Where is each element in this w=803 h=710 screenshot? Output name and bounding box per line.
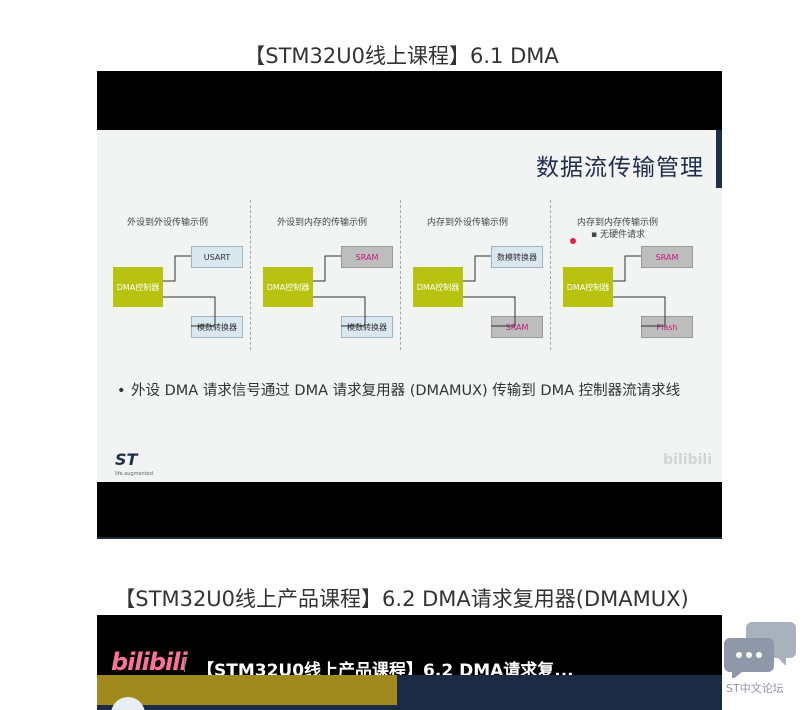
source-box: 模数转换器 xyxy=(341,316,393,338)
source-box: SRAM xyxy=(491,316,543,338)
source-box: 模数转换器 xyxy=(191,316,243,338)
slide-heading: 数据流传输管理 xyxy=(536,155,704,181)
video2-player[interactable]: bilibili 【STM32U0线上产品课程】6.2 DMA请求复... xyxy=(97,615,722,710)
panel-divider xyxy=(250,200,251,350)
panel-divider xyxy=(550,200,551,350)
target-box: SRAM xyxy=(641,246,693,268)
target-box: USART xyxy=(191,246,243,268)
dma-controller-box: DMA控制器 xyxy=(113,267,163,307)
panel-p2p: 外设到外设传输示例 DMA控制器 USART 模数转换器 xyxy=(105,201,255,351)
bilibili-logo: bilibili xyxy=(111,648,188,676)
panel-sublabel: ▪ 无硬件请求 xyxy=(591,230,645,240)
video-preview-gold xyxy=(97,675,397,705)
target-box: SRAM xyxy=(341,246,393,268)
flow-arrows xyxy=(313,255,366,327)
target-box: 数模转换器 xyxy=(491,246,543,268)
slide-bullet: • 外设 DMA 请求信号通过 DMA 请求复用器 (DMAMUX) 传输到 D… xyxy=(117,382,691,401)
bullet-dot-icon: • xyxy=(117,383,126,399)
dma-controller-box: DMA控制器 xyxy=(413,267,463,307)
flow-arrows xyxy=(463,255,516,327)
panel-divider xyxy=(400,200,401,350)
panel-m2m: 内存到内存传输示例 ▪ 无硬件请求 DMA控制器 SRAM Flash xyxy=(555,201,705,351)
video1-player[interactable]: 数据流传输管理 外设到外设传输示例 DMA控制器 USART 模数转换器 外设到… xyxy=(97,71,722,539)
source-box: Flash xyxy=(641,316,693,338)
panel-label: 内存到内存传输示例 xyxy=(577,218,659,228)
panel-m2p: 内存到外设传输示例 DMA控制器 数模转换器 SRAM xyxy=(405,201,555,351)
bilibili-watermark: bilibili xyxy=(663,452,712,468)
panel-label: 外设到内存的传输示例 xyxy=(277,218,368,228)
dma-controller-box: DMA控制器 xyxy=(563,267,613,307)
st-tagline: life.augmented xyxy=(115,471,153,477)
flow-arrows xyxy=(570,238,666,327)
video2-title: 【STM32U0线上产品课程】6.2 DMA请求复用器(DMAMUX) xyxy=(114,587,689,611)
slide-bullet-text: 外设 DMA 请求信号通过 DMA 请求复用器 (DMAMUX) 传输到 DMA… xyxy=(131,383,681,399)
flow-arrows xyxy=(163,255,216,327)
slide: 数据流传输管理 外设到外设传输示例 DMA控制器 USART 模数转换器 外设到… xyxy=(97,130,722,482)
title-separator xyxy=(184,658,185,672)
panel-sublabel-text: 无硬件请求 xyxy=(599,230,645,240)
chat-bubbles-icon xyxy=(724,622,796,680)
panel-p2m: 外设到内存的传输示例 DMA控制器 SRAM 模数转换器 xyxy=(255,201,405,351)
st-forum-chat-widget[interactable]: ST中文论坛 xyxy=(722,618,798,704)
panel-label: 外设到外设传输示例 xyxy=(127,218,209,228)
video-progress-bar[interactable] xyxy=(97,537,722,539)
slide-accent-bar xyxy=(716,130,722,188)
panel-label: 内存到外设传输示例 xyxy=(427,218,509,228)
chat-label: ST中文论坛 xyxy=(726,682,784,695)
dma-controller-box: DMA控制器 xyxy=(263,267,313,307)
video1-title: 【STM32U0线上课程】6.1 DMA xyxy=(244,44,559,68)
st-logo: ST xyxy=(115,450,138,469)
